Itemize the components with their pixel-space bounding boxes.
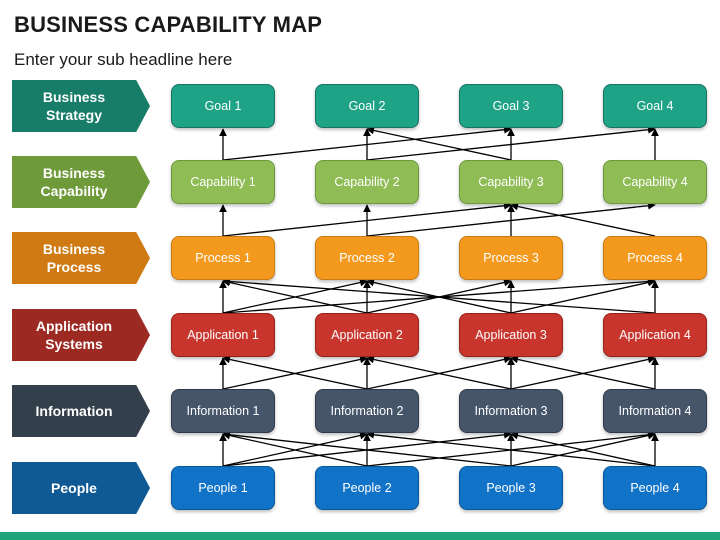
node-goal-4: Goal 4 bbox=[603, 84, 707, 128]
page-subtitle: Enter your sub headline here bbox=[14, 50, 233, 69]
layer-label-business-capability: Business Capability bbox=[12, 156, 150, 208]
node-people-3: People 3 bbox=[459, 466, 563, 510]
layer-label-text: Business Capability bbox=[40, 165, 108, 199]
node-capability-1: Capability 1 bbox=[171, 160, 275, 204]
page-title: BUSINESS CAPABILITY MAP bbox=[14, 12, 323, 37]
connection-arrow bbox=[222, 277, 656, 314]
node-people-1: People 1 bbox=[171, 466, 275, 510]
node-process-4: Process 4 bbox=[603, 236, 707, 280]
node-capability-4: Capability 4 bbox=[603, 160, 707, 204]
connection-arrow bbox=[366, 430, 656, 467]
connection-arrow bbox=[510, 431, 656, 467]
layer-label-text: People bbox=[51, 480, 97, 496]
node-process-1: Process 1 bbox=[171, 236, 275, 280]
layer-label-application-systems: Application Systems bbox=[12, 309, 150, 361]
layer-label-information: Information bbox=[12, 385, 150, 437]
node-capability-3: Capability 3 bbox=[459, 160, 563, 204]
layer-label-text: Information bbox=[35, 403, 113, 419]
layer-label-people: People bbox=[12, 462, 150, 514]
connection-arrow bbox=[366, 355, 512, 390]
node-capability-2: Capability 2 bbox=[315, 160, 419, 204]
node-people-4: People 4 bbox=[603, 466, 707, 510]
connection-arrow bbox=[222, 278, 368, 314]
node-people-2: People 2 bbox=[315, 466, 419, 510]
footer-bar bbox=[0, 532, 720, 540]
node-process-2: Process 2 bbox=[315, 236, 419, 280]
layer-label-text: Business Process bbox=[42, 241, 106, 275]
layer-label-business-process: Business Process bbox=[12, 232, 150, 284]
node-goal-3: Goal 3 bbox=[459, 84, 563, 128]
connection-arrow bbox=[222, 355, 368, 390]
node-goal-2: Goal 2 bbox=[315, 84, 419, 128]
connection-arrow bbox=[510, 355, 656, 390]
node-information-4: Information 4 bbox=[603, 389, 707, 433]
connection-arrow bbox=[222, 430, 512, 467]
node-application-2: Application 2 bbox=[315, 313, 419, 357]
layer-label-text: Business Strategy bbox=[42, 89, 106, 123]
connection-arrow bbox=[366, 126, 512, 161]
layer-label-text: Application Systems bbox=[35, 318, 113, 352]
connection-arrow bbox=[510, 202, 656, 237]
node-information-2: Information 2 bbox=[315, 389, 419, 433]
connection-arrow bbox=[222, 431, 368, 467]
node-application-3: Application 3 bbox=[459, 313, 563, 357]
connection-arrow bbox=[510, 278, 656, 314]
node-goal-1: Goal 1 bbox=[171, 84, 275, 128]
layer-label-business-strategy: Business Strategy bbox=[12, 80, 150, 132]
node-information-3: Information 3 bbox=[459, 389, 563, 433]
node-application-4: Application 4 bbox=[603, 313, 707, 357]
node-process-3: Process 3 bbox=[459, 236, 563, 280]
node-information-1: Information 1 bbox=[171, 389, 275, 433]
node-application-1: Application 1 bbox=[171, 313, 275, 357]
